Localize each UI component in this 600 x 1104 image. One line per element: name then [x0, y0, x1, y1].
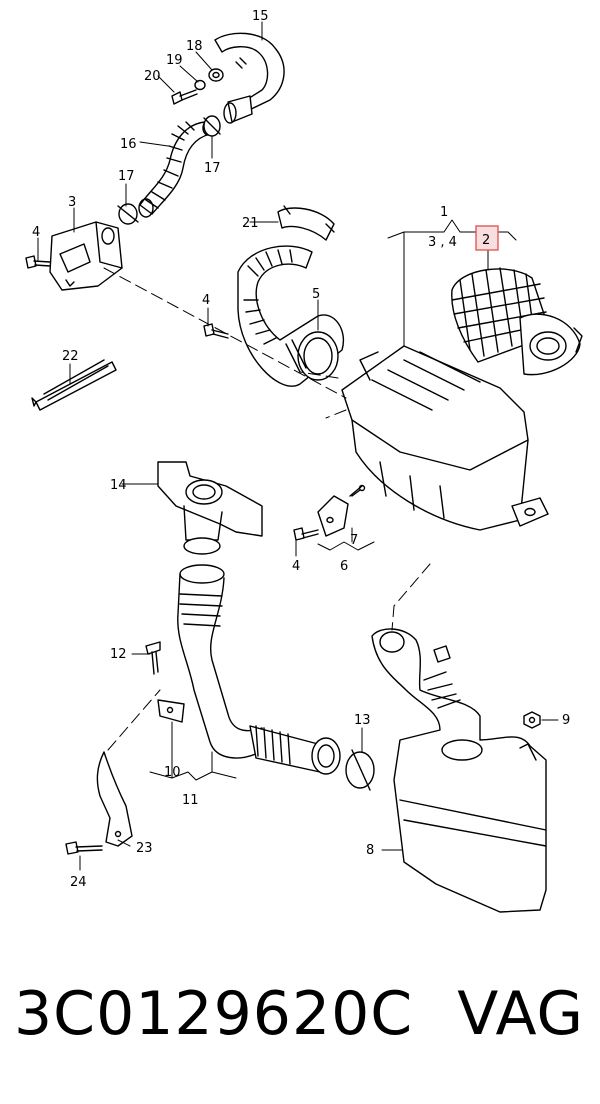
callout-3-4: 3 , 4 — [428, 235, 457, 250]
callout-21: 21 — [242, 216, 259, 231]
bracket-part-14 — [157, 461, 263, 555]
callout-7: 7 — [350, 533, 358, 548]
callout-13: 13 — [354, 713, 371, 728]
parts-diagram: 15 18 19 20 16 17 17 3 4 21 4 5 22 1 3 ,… — [25, 9, 583, 913]
callout-20: 20 — [144, 69, 161, 84]
assembly-lines — [103, 267, 431, 751]
callout-2: 2 — [482, 233, 490, 248]
cable-ties-part-22 — [31, 359, 117, 411]
washer-part-19 — [194, 79, 206, 91]
callout-17-right: 17 — [204, 161, 221, 176]
callout-9: 9 — [562, 713, 570, 728]
callout-8: 8 — [366, 843, 374, 858]
nut-part-9 — [523, 711, 541, 729]
callout-22: 22 — [62, 349, 79, 364]
callout-23: 23 — [136, 841, 153, 856]
brand-name: VAG — [457, 979, 584, 1049]
callout-10: 10 — [164, 765, 181, 780]
clamp-part-17-lower — [117, 203, 139, 225]
callout-3: 3 — [68, 195, 76, 210]
clamp-part-17-upper — [203, 115, 221, 137]
highlight-box-part-2 — [475, 225, 499, 251]
bolt-part-24 — [65, 841, 103, 855]
callout-6: 6 — [340, 559, 348, 574]
clamp-part-21 — [277, 205, 335, 241]
leader-lines — [37, 21, 559, 871]
washer-part-18 — [208, 68, 224, 82]
callout-11: 11 — [182, 793, 199, 808]
pipe-part-5 — [237, 245, 345, 387]
callout-19: 19 — [166, 53, 183, 68]
callout-12: 12 — [110, 647, 127, 662]
filter-element-part-2 — [451, 267, 583, 376]
hose-part-16 — [138, 120, 214, 218]
part-number: 3C0129620C — [14, 979, 414, 1049]
callout-17-left: 17 — [118, 169, 135, 184]
callout-15: 15 — [252, 9, 269, 24]
bolt-part-4-left — [25, 255, 51, 269]
callout-14: 14 — [110, 478, 127, 493]
duct-part-11 — [177, 564, 341, 775]
bolt-part-4-lower — [293, 527, 319, 541]
bracket-part-23 — [96, 751, 133, 847]
callout-1: 1 — [440, 205, 448, 220]
connector-part-3 — [49, 221, 123, 291]
pipe-part-15 — [214, 32, 285, 124]
bolt-part-4-mid — [203, 323, 229, 339]
callout-18: 18 — [186, 39, 203, 54]
bracket-part-10 — [157, 699, 185, 723]
clamp-part-13 — [345, 749, 375, 791]
bolt-part-20 — [171, 89, 198, 105]
housing-part-1 — [341, 345, 549, 531]
callout-4-mid: 4 — [202, 293, 210, 308]
callout-4-lower: 4 — [292, 559, 300, 574]
bolt-part-7 — [351, 484, 366, 497]
callout-4-left: 4 — [32, 225, 40, 240]
footer: 3C0129620C VAG — [0, 960, 600, 1104]
callout-24: 24 — [70, 875, 87, 890]
resonator-part-8 — [371, 628, 547, 913]
callout-5: 5 — [312, 287, 320, 302]
bolt-part-12 — [145, 641, 161, 675]
callout-16: 16 — [120, 137, 137, 152]
